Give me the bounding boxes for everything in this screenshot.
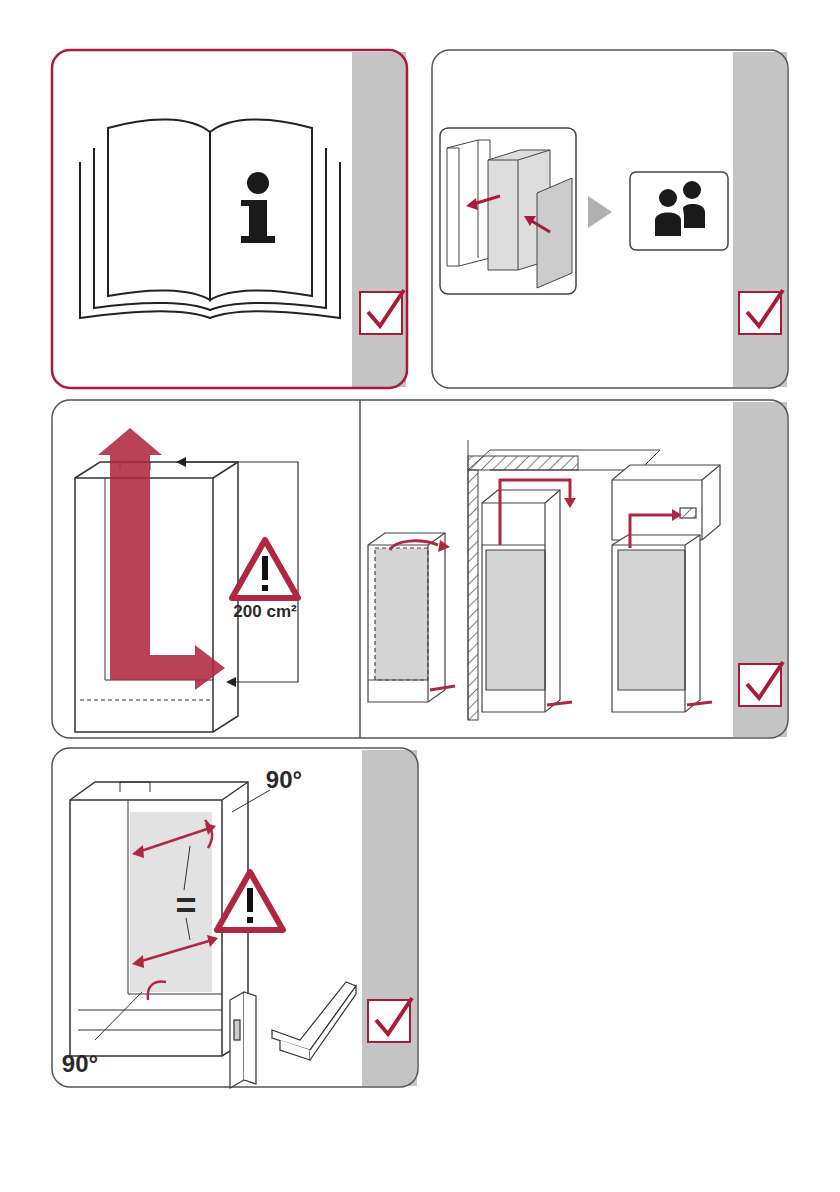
info-symbol — [241, 172, 275, 243]
dimension-label: 90° — [266, 768, 302, 792]
checkbox — [368, 998, 412, 1042]
checkbox — [739, 290, 783, 334]
dimension-label: 90° — [62, 1052, 98, 1076]
panel-squareness — [52, 748, 418, 1088]
checkbox — [739, 662, 783, 706]
two-persons-icon — [655, 181, 705, 236]
dimension-label: 200 cm² — [233, 603, 296, 620]
panel-two-persons — [432, 50, 788, 388]
panel-ventilation — [52, 400, 788, 738]
checkbox — [360, 290, 404, 334]
warning-triangle — [232, 540, 298, 598]
panel-manual — [52, 50, 407, 388]
set-square — [272, 982, 356, 1060]
dimension-label: = — [175, 888, 196, 924]
warning-triangle — [217, 872, 283, 930]
spirit-level — [230, 992, 256, 1088]
